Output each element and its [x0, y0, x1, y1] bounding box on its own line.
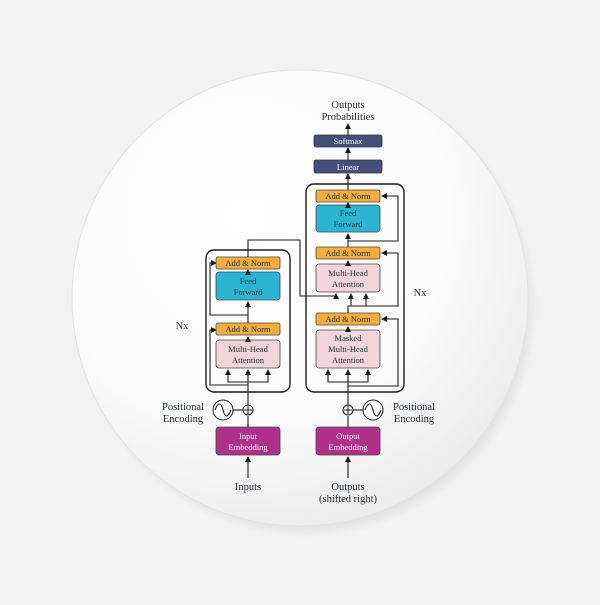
output-embedding-label-2: Embedding	[328, 442, 368, 452]
input-embedding-label-1: Input	[239, 431, 258, 441]
outputs-probabilities-label-1: Outputs	[331, 100, 364, 111]
outputs-probabilities-label-2: Probabilities	[321, 112, 374, 123]
encoder-to-decoder-wire	[247, 239, 339, 299]
linear-label: Linear	[337, 162, 359, 172]
encoder-feed-forward-label-2: Forward	[234, 287, 264, 297]
decoder-add-norm-3-label: Add & Norm	[325, 191, 371, 201]
encoder-nx-label: Nx	[176, 321, 190, 332]
masked-attention-label-3: Attention	[332, 355, 365, 365]
decoder-positional-label-1: Positional	[393, 402, 435, 413]
output-embedding-label-1: Output	[336, 431, 360, 441]
outputs-shifted-label-2: (shifted right)	[319, 494, 378, 505]
encoder-positional-label-1: Positional	[162, 402, 204, 413]
encoder-add-norm-2-label: Add & Norm	[225, 258, 271, 268]
encoder-feed-forward-label-1: Feed	[240, 276, 257, 286]
decoder-positional-label-2: Encoding	[394, 414, 435, 425]
masked-attention-label-2: Multi-Head	[328, 344, 368, 354]
encoder-attention-label-2: Attention	[232, 355, 265, 365]
masked-attention-label-1: Masked	[335, 333, 363, 343]
inputs-label: Inputs	[235, 482, 261, 493]
softmax-label: Softmax	[334, 136, 364, 146]
decoder-frame	[305, 183, 405, 393]
encoder-add-norm-1-label: Add & Norm	[225, 324, 271, 334]
decoder-feed-forward-label-2: Forward	[334, 219, 364, 229]
decoder-add-norm-1-label: Add & Norm	[325, 314, 371, 324]
input-embedding-label-2: Embedding	[228, 442, 268, 452]
decoder-feed-forward-label-1: Feed	[340, 208, 357, 218]
encoder-positional-label-2: Encoding	[163, 414, 204, 425]
decoder-nx-label: Nx	[414, 288, 428, 299]
encoder-attention-label-1: Multi-Head	[228, 344, 268, 354]
cross-attention-label-2: Attention	[332, 279, 365, 289]
decoder-add-norm-2-label: Add & Norm	[325, 248, 371, 258]
pin-face	[71, 69, 529, 527]
outputs-shifted-label-1: Outputs	[331, 482, 364, 493]
cross-attention-label-1: Multi-Head	[328, 268, 368, 278]
